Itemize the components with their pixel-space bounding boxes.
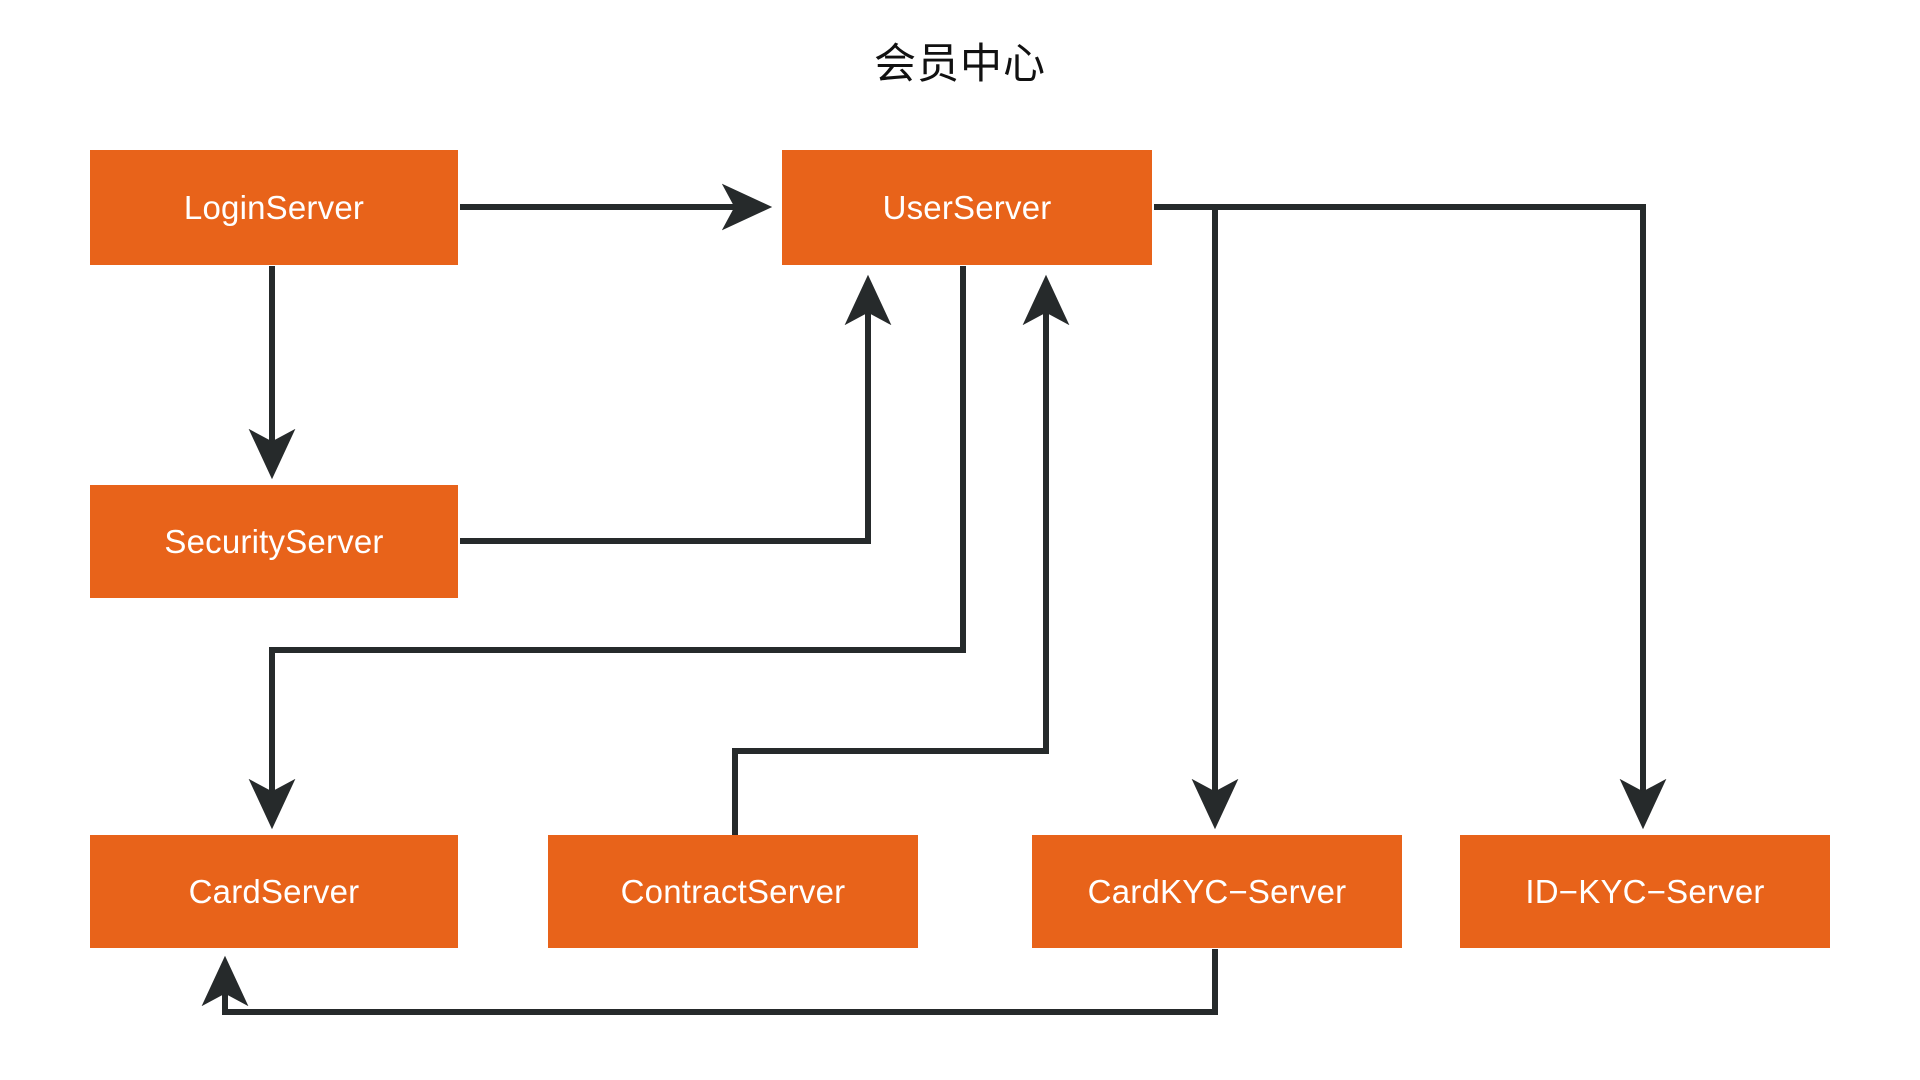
node-card-server[interactable]: CardServer — [90, 835, 458, 948]
edge-security-to-user — [460, 274, 892, 544]
node-idkyc-server[interactable]: ID−KYC−Server — [1460, 835, 1830, 948]
node-label: ID−KYC−Server — [1525, 872, 1765, 910]
edge-contract-to-user — [732, 274, 1070, 835]
node-cardkyc-server[interactable]: CardKYC−Server — [1032, 835, 1402, 948]
edge-user-to-cardkyc — [1154, 204, 1239, 830]
edge-cardkyc-to-card — [201, 949, 1218, 1015]
node-security-server[interactable]: SecurityServer — [90, 485, 458, 598]
node-label: LoginServer — [183, 188, 365, 226]
node-user-server[interactable]: UserServer — [782, 150, 1152, 265]
edge-user-to-idkyc — [1154, 204, 1667, 830]
node-login-server[interactable]: LoginServer — [90, 150, 458, 265]
node-label: CardKYC−Server — [1087, 872, 1347, 910]
node-label: SecurityServer — [164, 522, 384, 560]
node-label: ContractServer — [620, 872, 846, 910]
node-label: CardServer — [188, 872, 360, 910]
page-title: 会员中心 — [873, 39, 1046, 88]
node-label: UserServer — [882, 188, 1052, 226]
node-contract-server[interactable]: ContractServer — [548, 835, 918, 948]
